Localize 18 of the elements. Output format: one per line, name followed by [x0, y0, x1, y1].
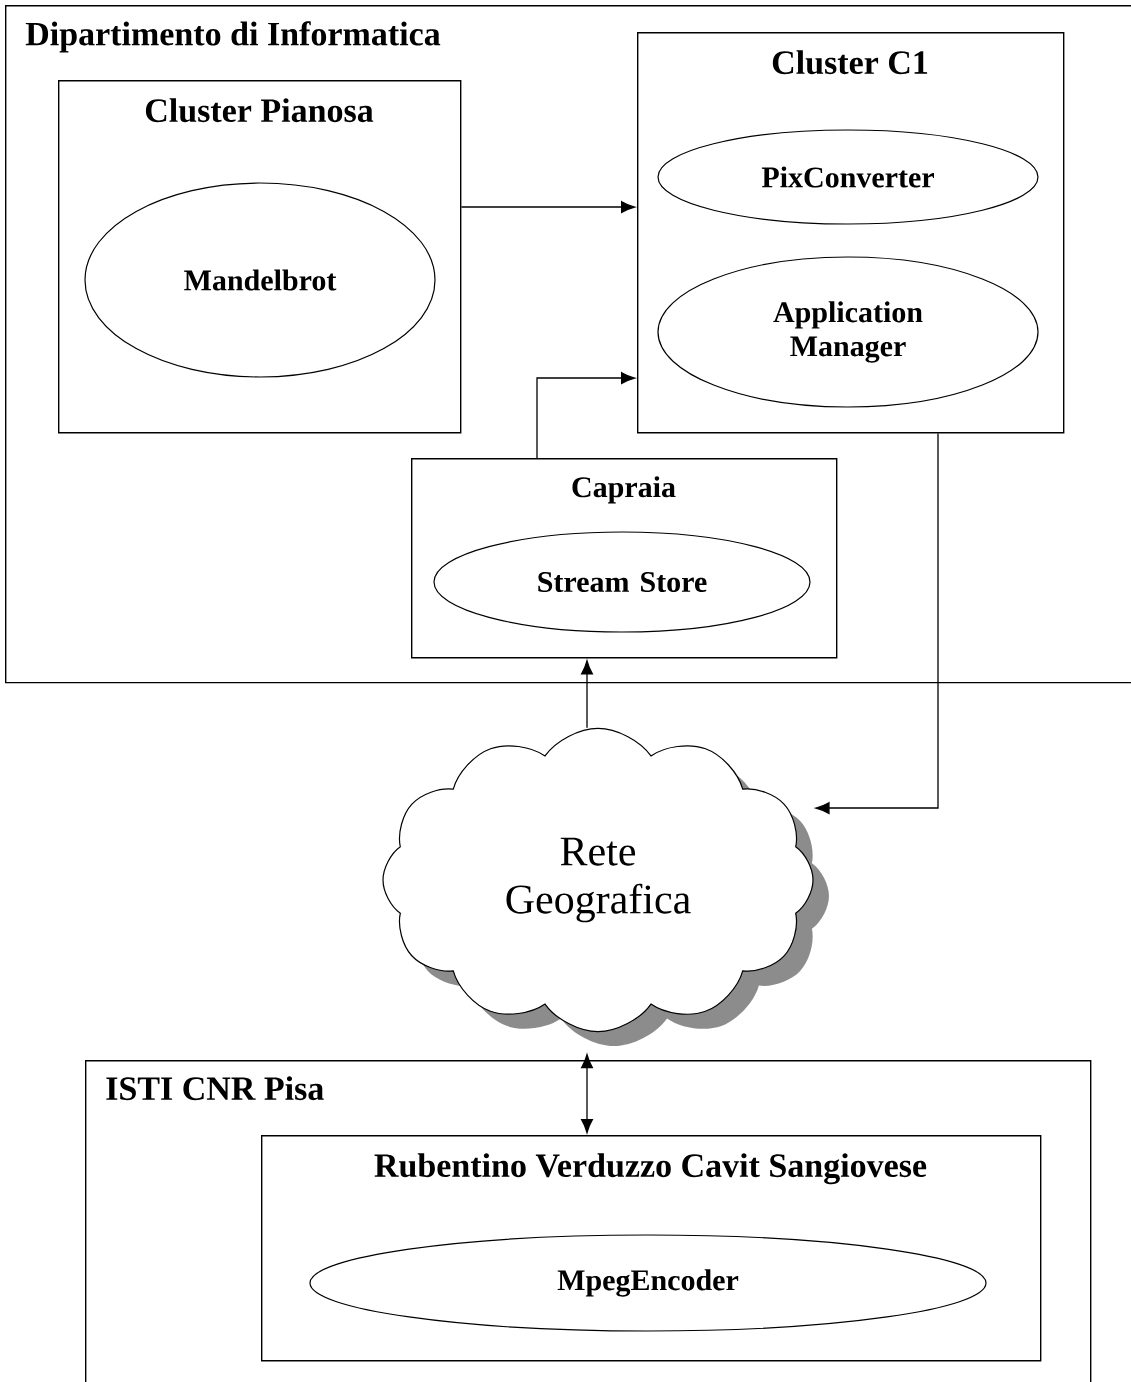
- box-title: Rubentino Verduzzo Cavit Sangiovese: [374, 1153, 927, 1185]
- arrow: [536, 372, 636, 459]
- box-title: Capraia: [572, 476, 676, 504]
- cluster-box: [58, 80, 462, 434]
- network-cloud: Rete Geografica: [382, 727, 829, 1046]
- box-title: Dipartimento di Informatica: [25, 21, 441, 53]
- arrow: [581, 1054, 593, 1134]
- host-box: [261, 1135, 1042, 1362]
- box-title: Cluster C1: [772, 50, 928, 75]
- arrow: [581, 660, 593, 729]
- arrow: [815, 432, 939, 814]
- department-box: [5, 5, 1131, 684]
- cluster-box: [637, 32, 1065, 434]
- box-title: Cluster Pianosa: [145, 98, 374, 123]
- arrow: [460, 201, 636, 213]
- cluster-box: [411, 458, 838, 659]
- site-box: [85, 1060, 1092, 1382]
- box-title: ISTI CNR Pisa: [106, 1076, 324, 1101]
